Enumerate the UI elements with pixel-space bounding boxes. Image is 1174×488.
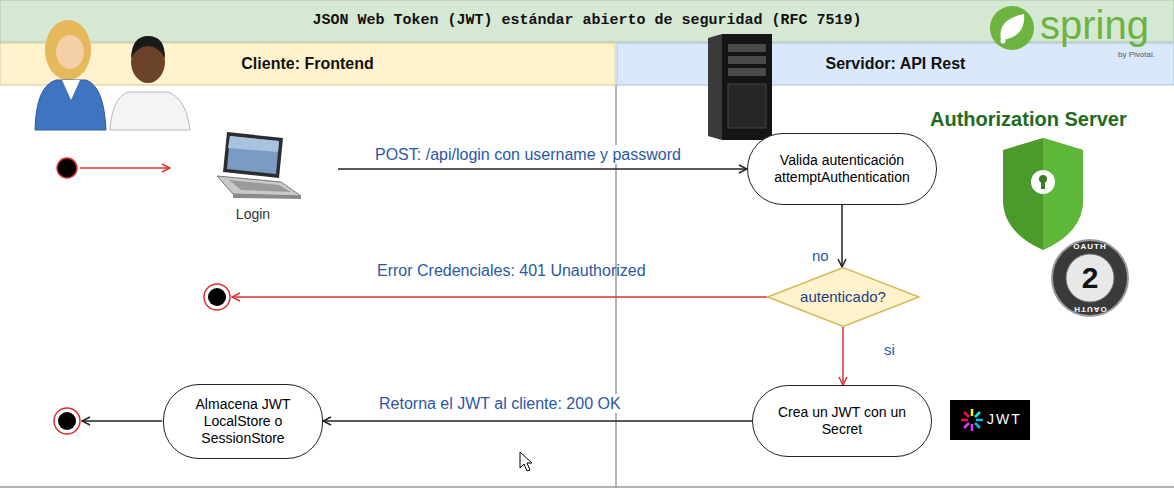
server-icon xyxy=(708,34,772,140)
jwt-logo xyxy=(950,400,1030,440)
process-box: Almacena JWT LocalStore o SessionStore xyxy=(163,384,323,459)
end-dot xyxy=(208,288,226,306)
jwt-petal xyxy=(964,423,969,428)
edge-label-holder: Retorna el JWT al cliente: 200 OK xyxy=(377,394,623,413)
label-holder: Error Credenciales: 401 Unauthorized xyxy=(377,261,646,280)
logo-wordmark: spring xyxy=(1040,2,1149,48)
lane-fill xyxy=(0,43,615,85)
logo-byline: by Pivotal. xyxy=(1118,50,1155,60)
diagram-title: JSON Web Token (JWT) estándar abierto de… xyxy=(312,12,861,30)
lane-fill xyxy=(617,43,1174,85)
badge-text: OAUTH xyxy=(1065,304,1115,314)
end-ring xyxy=(54,408,80,434)
mouse-cursor xyxy=(520,452,532,471)
jwt-petal xyxy=(975,423,980,428)
connector xyxy=(338,168,747,170)
badge-text: OAUTH xyxy=(1065,242,1115,252)
keyhole-ring xyxy=(1031,170,1055,194)
badge-number: 2 xyxy=(1070,260,1110,296)
man-hair xyxy=(131,36,165,58)
badge-core xyxy=(1066,254,1114,302)
server-side xyxy=(708,34,722,140)
box-text: Almacena JWT LocalStore o SessionStore xyxy=(189,396,297,447)
start-arrow xyxy=(80,167,170,169)
decision-diamond: autenticado? xyxy=(766,267,921,327)
start-dot xyxy=(57,158,77,178)
label-holder: OAUTH xyxy=(1065,304,1115,314)
label-holder: no xyxy=(812,247,829,265)
label-holder: 2 xyxy=(1070,260,1110,296)
box-text: Crea un JWT con un Secret xyxy=(772,404,912,438)
logo-dot xyxy=(1001,39,1006,44)
oauth-badge xyxy=(1052,240,1128,316)
spring-logo xyxy=(990,6,1034,50)
shield-right xyxy=(1043,138,1083,250)
edge-note: Error Credenciales: 401 Unauthorized xyxy=(377,261,646,280)
branch-label: no xyxy=(812,247,829,265)
device-caption: Login xyxy=(236,206,270,223)
jwt-petal xyxy=(975,412,980,417)
shield-left xyxy=(1003,138,1083,250)
server-panel xyxy=(728,84,766,128)
logo-text: JWT xyxy=(987,411,1022,428)
server-bay xyxy=(728,56,766,64)
keyhole-slot xyxy=(1041,181,1045,189)
title-holder: JSON Web Token (JWT) estándar abierto de… xyxy=(0,0,1174,42)
connector xyxy=(841,205,843,267)
process-box: Valida autenticación attemptAuthenticati… xyxy=(747,133,937,205)
end-ring xyxy=(204,284,230,310)
woman-face xyxy=(56,35,84,69)
jwt-petal xyxy=(961,419,968,422)
laptop-icon xyxy=(203,128,303,206)
jwt-petal xyxy=(964,412,969,417)
product-name: Authorization Server xyxy=(930,107,1127,131)
woman-body xyxy=(35,80,106,130)
process-box: Crea un JWT con un Secret xyxy=(752,385,932,457)
label-holder: JWT xyxy=(987,411,1022,428)
people-icon xyxy=(35,20,190,130)
lane-title: Servidor: API Rest xyxy=(826,54,966,74)
shield-icon xyxy=(1003,138,1083,250)
end-arrow xyxy=(82,420,162,422)
connector xyxy=(842,327,844,385)
frame-line xyxy=(0,486,1174,488)
edge-label-holder: si xyxy=(882,340,897,359)
jwt-logo-box xyxy=(950,400,1030,440)
edge-label-holder: POST: /api/login con username y password xyxy=(373,145,683,164)
label-holder: Authorization Server xyxy=(930,107,1127,131)
server-bay xyxy=(728,44,766,52)
diamond-shape xyxy=(767,268,918,327)
woman-collar xyxy=(62,80,80,100)
man-body xyxy=(110,92,190,130)
laptop-node: Login xyxy=(198,128,308,230)
jwt-petal xyxy=(971,409,974,416)
edge-label: si xyxy=(882,340,897,359)
edge-label: POST: /api/login con username y password xyxy=(373,145,683,164)
jwt-petal xyxy=(971,424,974,431)
lane-title: Cliente: Frontend xyxy=(241,54,373,74)
lane-header: Servidor: API Rest xyxy=(617,43,1174,85)
edge-label: Retorna el JWT al cliente: 200 OK xyxy=(377,394,623,413)
box-text: Valida autenticación attemptAuthenticati… xyxy=(767,152,917,186)
woman-hair xyxy=(45,20,91,80)
label-holder: by Pivotal. xyxy=(1118,50,1155,60)
connector xyxy=(323,420,752,422)
server-front xyxy=(722,34,772,140)
lane-header: Cliente: Frontend xyxy=(0,43,615,85)
end-dot xyxy=(58,412,76,430)
label-holder: OAUTH xyxy=(1065,242,1115,252)
jwt-petal xyxy=(976,419,983,422)
badge-ring xyxy=(1052,240,1128,316)
logo-leaf xyxy=(1000,14,1024,40)
error-arrow xyxy=(232,296,767,298)
logo-circle xyxy=(990,6,1034,50)
flow-terminals xyxy=(54,158,767,434)
label-holder: spring xyxy=(1040,2,1149,48)
server-bay xyxy=(728,68,766,76)
decision-text: autenticado? xyxy=(800,288,886,306)
